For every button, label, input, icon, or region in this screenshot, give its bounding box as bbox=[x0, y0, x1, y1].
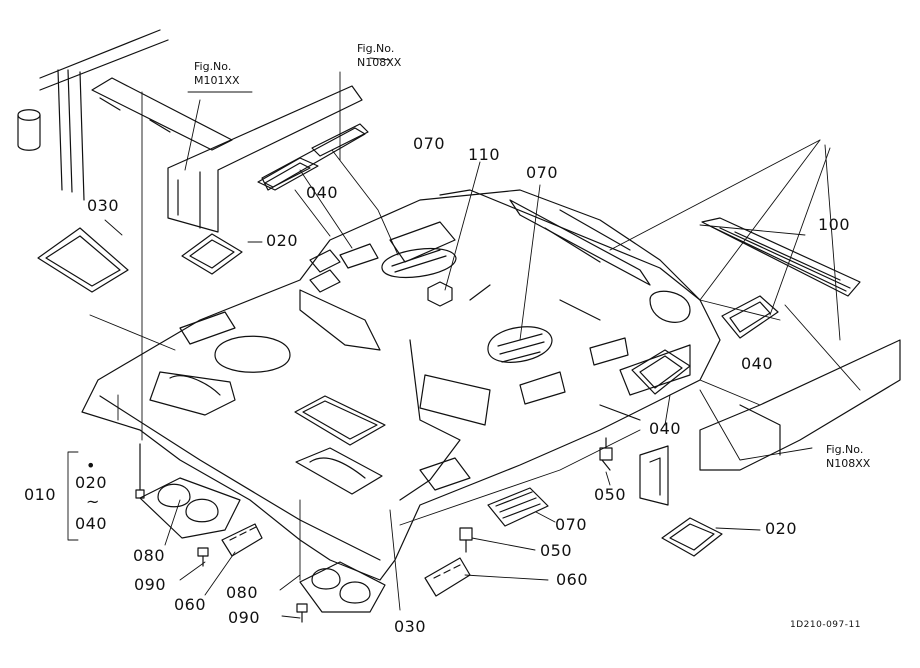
callout-030-a: 030 bbox=[87, 196, 120, 215]
louver-070-a bbox=[382, 249, 456, 278]
trim-frame-020-b bbox=[662, 518, 722, 556]
screw-090-b bbox=[297, 604, 307, 622]
louver-070-b bbox=[488, 327, 552, 363]
room-lamp-080-a bbox=[140, 478, 240, 538]
figure-ref-n108-top-prefix: Fig.No. bbox=[357, 42, 395, 55]
figure-ref-m101: Fig.No. M101XX bbox=[194, 60, 240, 88]
figure-ref-n108-right: Fig.No. N108XX bbox=[826, 443, 870, 471]
callout-060-a: 060 bbox=[174, 595, 207, 614]
trim-frame-030-a bbox=[38, 228, 128, 292]
leader-lines bbox=[68, 58, 860, 618]
callout-050-b: 050 bbox=[540, 541, 573, 560]
callout-070-a: 070 bbox=[413, 134, 446, 153]
callout-020-b: 020 bbox=[765, 519, 798, 538]
callout-040-c: 040 bbox=[649, 419, 682, 438]
louver-070-c bbox=[488, 488, 548, 526]
callout-050-a: 050 bbox=[594, 485, 627, 504]
callout-080-b: 080 bbox=[226, 583, 259, 602]
vent-040-b bbox=[722, 296, 778, 338]
switch-060-b bbox=[425, 558, 470, 596]
right-air-duct bbox=[640, 340, 900, 505]
callout-090-a: 090 bbox=[134, 575, 167, 594]
callout-060-b: 060 bbox=[556, 570, 589, 589]
callout-020-a: 020 bbox=[266, 231, 299, 250]
bolt-050-a bbox=[600, 438, 612, 470]
trim-frame-020-a bbox=[182, 234, 242, 274]
figure-ref-m101-code: M101XX bbox=[194, 74, 240, 87]
callout-040-a: 040 bbox=[306, 183, 339, 202]
trim-frame-020-c bbox=[180, 312, 470, 490]
callout-040-b: 040 bbox=[741, 354, 774, 373]
callout-100: 100 bbox=[818, 215, 851, 234]
figure-ref-n108-top: Fig.No. N108XX bbox=[357, 42, 401, 70]
callout-080-a: 080 bbox=[133, 546, 166, 565]
figure-ref-m101-prefix: Fig.No. bbox=[194, 60, 232, 73]
callout-090-b: 090 bbox=[228, 608, 261, 627]
vent-040-a bbox=[258, 158, 318, 190]
filter-panel-100 bbox=[702, 218, 860, 296]
figure-ref-n108-right-code: N108XX bbox=[826, 457, 871, 470]
pad-110 bbox=[428, 282, 452, 306]
callout-010: 010 bbox=[24, 485, 57, 504]
figure-ref-n108-top-code: N108XX bbox=[357, 56, 402, 69]
trim-frame-030-b bbox=[295, 396, 385, 494]
range-bullet: • bbox=[86, 456, 96, 475]
screw-090-a bbox=[198, 548, 208, 566]
callout-range-040: 040 bbox=[75, 514, 108, 533]
callout-110: 110 bbox=[468, 145, 501, 164]
switch-060-a bbox=[222, 524, 262, 556]
callout-070-c: 070 bbox=[555, 515, 588, 534]
room-lamp-080-b bbox=[300, 562, 385, 612]
bolt-050-b bbox=[460, 528, 472, 552]
pin-long bbox=[136, 444, 144, 498]
figure-ref-n108-right-prefix: Fig.No. bbox=[826, 443, 864, 456]
vent-040-c bbox=[632, 350, 690, 394]
range-tilde: ~ bbox=[86, 492, 100, 511]
callout-range-020: 020 bbox=[75, 473, 108, 492]
drawing-code: 1D210-097-11 bbox=[790, 620, 861, 630]
roof-headliner bbox=[82, 190, 720, 580]
callout-030-b: 030 bbox=[394, 617, 427, 636]
callout-070-b: 070 bbox=[526, 163, 559, 182]
